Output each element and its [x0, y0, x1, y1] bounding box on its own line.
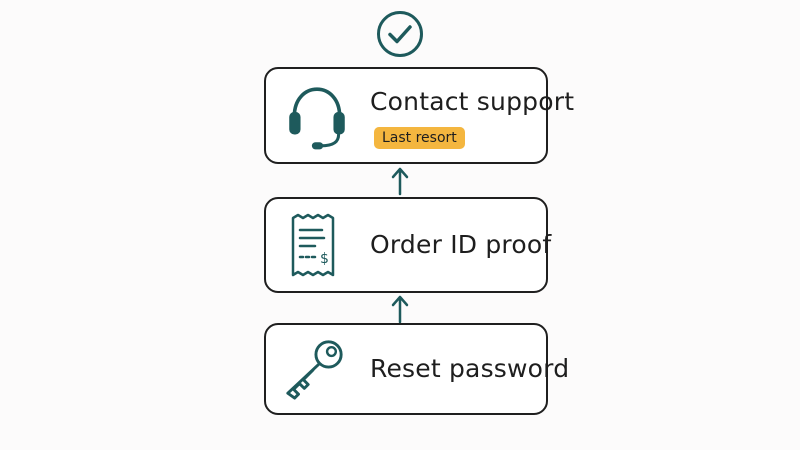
arrow-up-icon: [391, 295, 409, 324]
step-label: Reset password: [370, 354, 570, 383]
last-resort-badge: Last resort: [374, 127, 465, 149]
step-contact-support: Contact support Last resort: [264, 67, 574, 164]
step-label: Contact support: [370, 87, 575, 116]
step-order-id-proof: $ Order ID proof: [264, 197, 552, 293]
headset-icon: [289, 87, 345, 150]
step-label: Order ID proof: [370, 230, 552, 259]
key-icon: [286, 340, 343, 400]
step-reset-password: Reset password: [264, 323, 569, 415]
receipt-icon: $: [291, 213, 335, 277]
arrow-up-icon: [391, 167, 409, 196]
checkmark-circle-icon: [377, 11, 423, 57]
svg-text:$: $: [320, 251, 329, 267]
